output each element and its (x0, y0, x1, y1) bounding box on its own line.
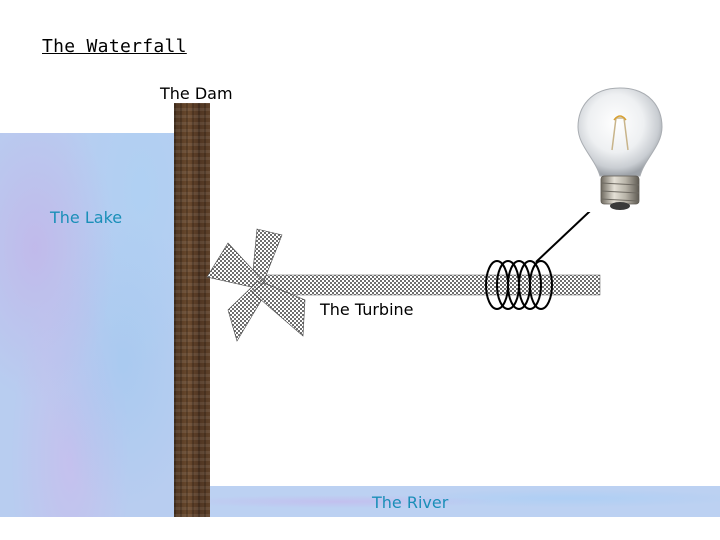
diagram-title: The Waterfall (42, 36, 187, 57)
lake-water (0, 133, 176, 517)
turbine-blades-icon (206, 228, 306, 342)
coil-icon (485, 260, 553, 310)
light-bulb-icon (566, 84, 666, 212)
river-water (210, 486, 720, 517)
dam-wall (174, 103, 210, 517)
river-label: The River (372, 493, 449, 512)
turbine-shaft (261, 274, 601, 296)
turbine-label: The Turbine (320, 300, 414, 319)
lake-label: The Lake (50, 208, 123, 227)
dam-label: The Dam (160, 84, 233, 103)
